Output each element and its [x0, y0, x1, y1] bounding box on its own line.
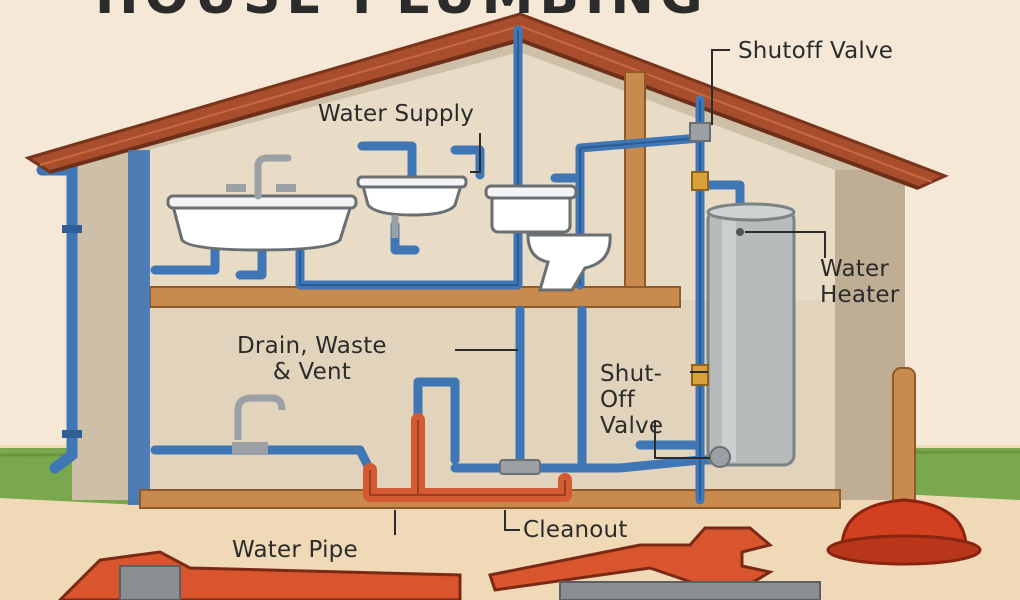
page-title: HOUSE PLUMBING: [95, 0, 709, 26]
valve-icon: [689, 122, 711, 142]
adjustable-wrench-icon: [488, 526, 821, 600]
faucet-icon: [254, 154, 292, 200]
label-cleanout: Cleanout: [523, 517, 628, 543]
cleanout-fitting: [499, 459, 541, 475]
leader-lines: [394, 49, 826, 535]
faucet-icon: [234, 394, 286, 440]
pipe-wrench-icon: [57, 550, 462, 600]
floor-shelf: [149, 286, 681, 308]
roof-beam: [624, 71, 646, 301]
sink-icon: [166, 154, 358, 252]
valve-icon: [691, 171, 709, 191]
left-wall-pipe: [128, 150, 150, 505]
toilet-icon: [484, 184, 612, 292]
label-water-heater: Water Heater: [820, 256, 900, 308]
sink-icon: [356, 175, 468, 238]
water-heater-icon: [706, 202, 796, 468]
valve-icon: [691, 364, 709, 386]
label-drain-waste-vent: Drain, Waste & Vent: [237, 333, 387, 385]
label-shutoff-valve-top: Shutoff Valve: [738, 38, 894, 64]
plunger-icon: [826, 367, 982, 566]
label-water-supply: Water Supply: [318, 101, 475, 127]
downspout: [36, 164, 78, 474]
label-water-pipe: Water Pipe: [232, 537, 358, 563]
label-shutoff-valve-mid: Shut- Off Valve: [600, 361, 664, 439]
